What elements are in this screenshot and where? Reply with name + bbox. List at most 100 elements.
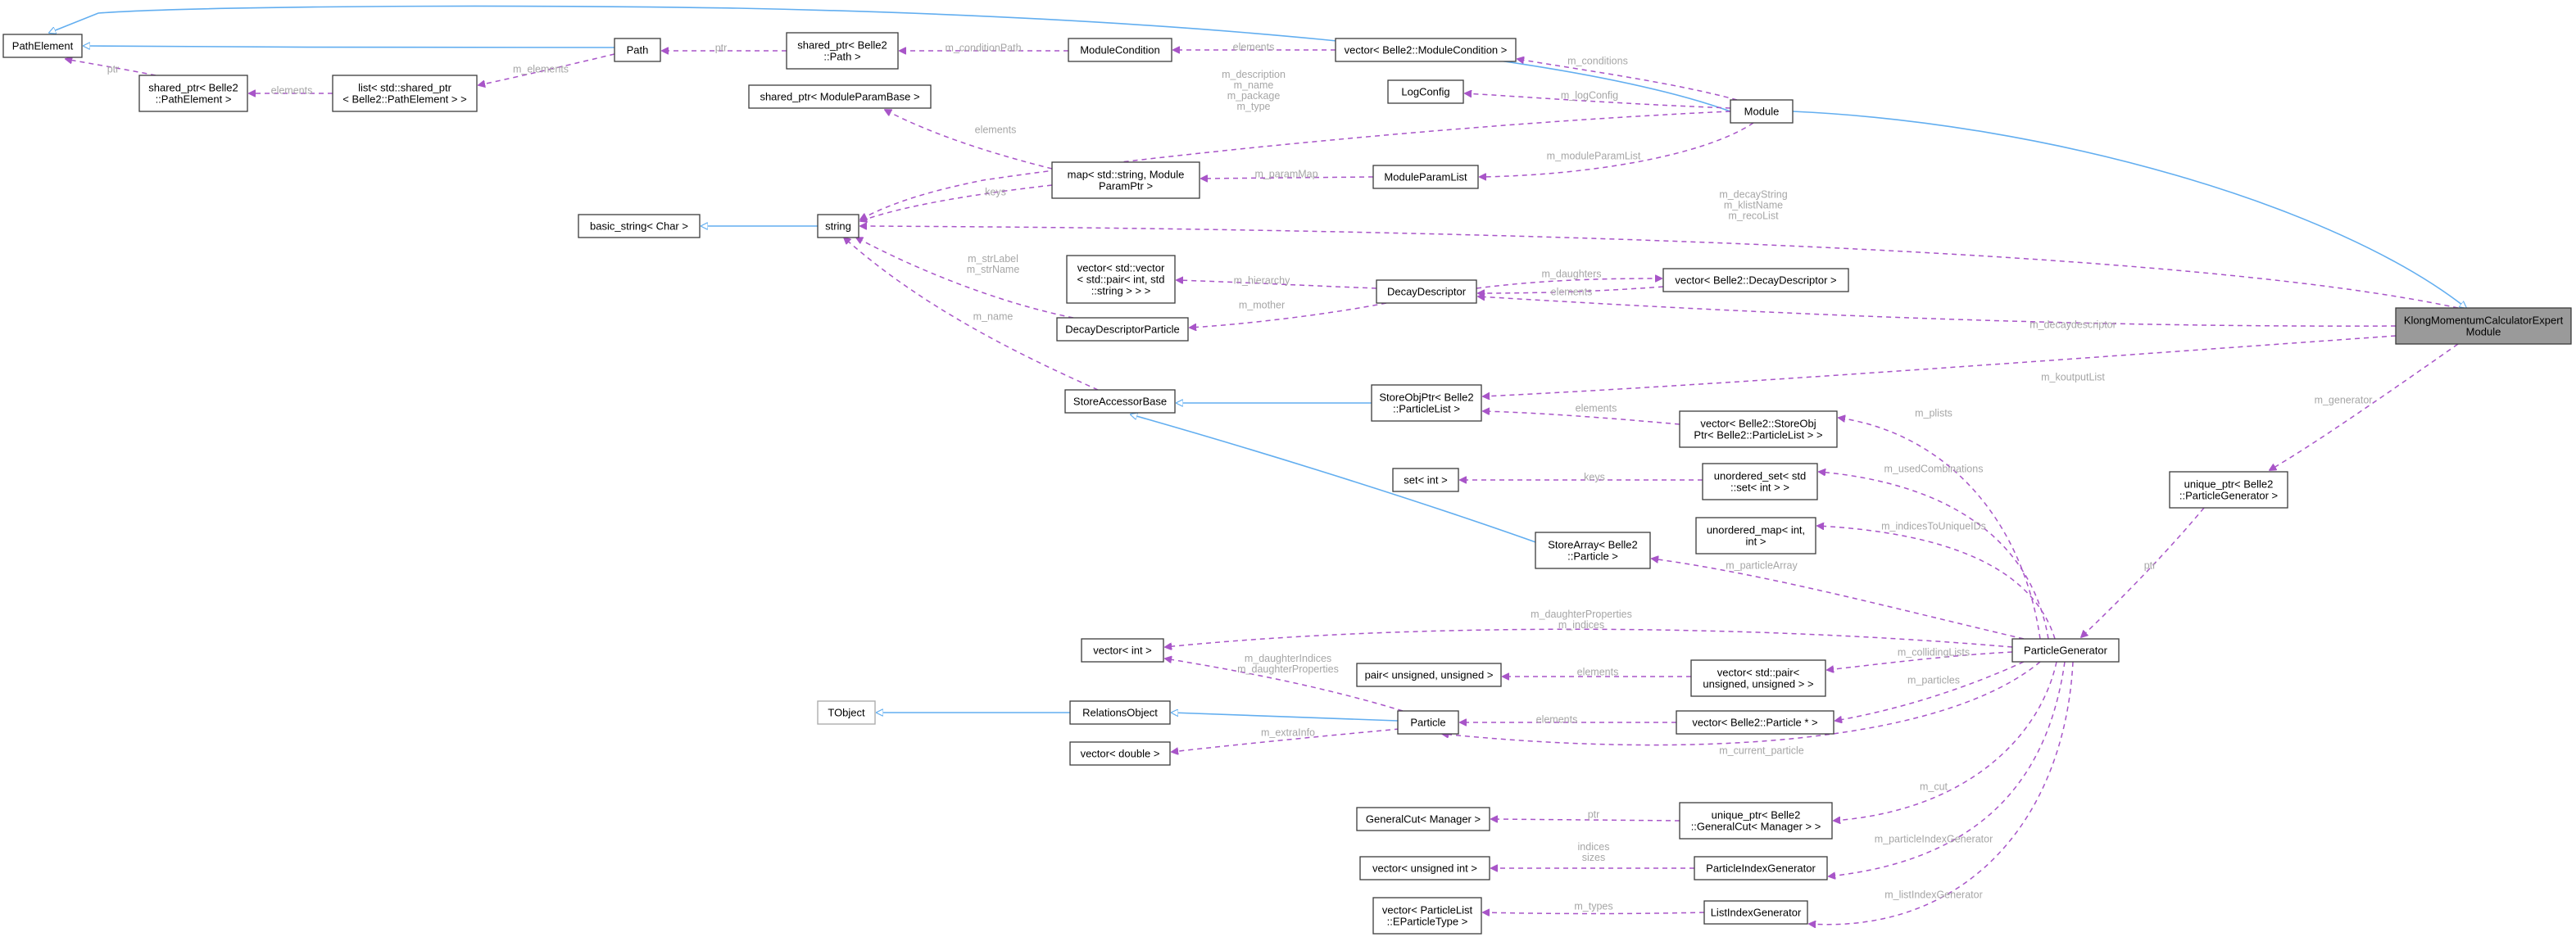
edge-label-klong-module-to-string-text-line-2: m_klistName (1724, 200, 1783, 211)
node-path-element[interactable]: PathElement (2, 34, 83, 58)
edge-list-index-generator-to-vector-eparticle-type (1483, 912, 1705, 914)
node-vector-double[interactable]: vector< double > (1069, 741, 1171, 766)
node-vector-store-obj-ptr[interactable]: vector< Belle2::StoreObjPtr< Belle2::Par… (1679, 410, 1838, 448)
node-vector-vector-pair-box (1066, 255, 1176, 304)
node-module-condition[interactable]: ModuleCondition (1068, 38, 1172, 62)
node-vector-int[interactable]: vector< int > (1081, 638, 1164, 663)
edge-label-module-to-vector-module-condition-text: m_conditions (1567, 56, 1628, 67)
node-shared-ptr-path-element-label-line-2: ::PathElement > (156, 93, 232, 106)
edge-label-particle-generator-to-vector-pair-text: m_collidingLists (1898, 647, 1970, 659)
edge-label-particle-generator-to-unordered-map-text: m_indicesToUniqueIDs (1881, 521, 1986, 532)
node-vector-module-condition[interactable]: vector< Belle2::ModuleCondition > (1335, 38, 1517, 62)
edge-label-vector-store-obj-ptr-to-store-obj-ptr-text: elements (1576, 403, 1617, 414)
node-vector-pair-unsigned[interactable]: vector< std::pair<unsigned, unsigned > > (1690, 659, 1826, 697)
node-module-param-list[interactable]: ModuleParamList (1372, 165, 1479, 189)
node-map-string-module-param-ptr-label-line-2: ParamPtr > (1099, 180, 1153, 192)
node-module-param-list-label: ModuleParamList (1384, 171, 1467, 183)
node-store-array-particle-label-line-2: ::Particle > (1567, 550, 1618, 563)
node-relations-object[interactable]: RelationsObject (1069, 700, 1171, 725)
edge-label-shared-ptr-path-element-to-path-element-text: ptr (107, 64, 120, 75)
node-store-array-particle[interactable]: StoreArray< Belle2::Particle > (1535, 532, 1651, 569)
node-shared-ptr-path-element-label-line-1: shared_ptr< Belle2 (148, 82, 238, 94)
node-general-cut-manager-box (1356, 807, 1490, 831)
node-klong-module-label-line-2: Module (2466, 326, 2501, 338)
edge-label-particle-generator-to-store-array-text: m_particleArray (1726, 560, 1798, 572)
node-log-config[interactable]: LogConfig (1387, 79, 1464, 104)
node-decay-descriptor-label: DecayDescriptor (1387, 286, 1467, 298)
edge-map-to-string (860, 184, 1053, 221)
node-vector-eparticle-type-box (1372, 897, 1482, 935)
node-store-accessor-base[interactable]: StoreAccessorBase (1064, 389, 1176, 414)
edge-label-particle-generator-to-unordered-set-text: m_usedCombinations (1884, 464, 1984, 475)
node-unordered-map[interactable]: unordered_map< int,int > (1695, 517, 1816, 555)
node-vector-vector-pair[interactable]: vector< std::vector< std::pair< int, std… (1066, 255, 1176, 304)
node-shared-ptr-module-param-base[interactable]: shared_ptr< ModuleParamBase > (748, 84, 932, 109)
node-klong-module-box (2395, 307, 2572, 345)
edge-label-unique-ptr-general-cut-to-general-cut-text: ptr (1588, 809, 1600, 821)
node-store-accessor-base-box (1064, 389, 1176, 414)
node-vector-decay-descriptor[interactable]: vector< Belle2::DecayDescriptor > (1662, 268, 1849, 292)
node-vector-eparticle-type[interactable]: vector< ParticleList::EParticleType > (1372, 897, 1482, 935)
node-vector-double-label: vector< double > (1081, 748, 1160, 760)
node-decay-descriptor-particle[interactable]: DecayDescriptorParticle (1056, 317, 1189, 342)
node-general-cut-manager[interactable]: GeneralCut< Manager > (1356, 807, 1490, 831)
node-vector-particle-ptr[interactable]: vector< Belle2::Particle * > (1676, 710, 1834, 735)
edge-label-decay-descriptor-to-vector-decay-descriptor-text: m_daughters (1542, 269, 1602, 280)
node-particle-index-generator[interactable]: ParticleIndexGenerator (1694, 856, 1828, 880)
node-vector-vector-pair-label-line-1: vector< std::vector (1077, 262, 1165, 274)
node-particle-generator-box (2011, 638, 2120, 663)
node-unordered-set[interactable]: unordered_set< std::set< int > > (1702, 463, 1818, 500)
node-decay-descriptor-box (1376, 279, 1477, 304)
edge-label-map-to-shared-ptr-module-param-base: elements (975, 124, 1017, 136)
node-decay-descriptor[interactable]: DecayDescriptor (1376, 279, 1477, 304)
edge-label-particle-to-vector-int-text-line-2: m_daughterProperties (1237, 663, 1339, 675)
edge-decay-descriptor-to-vector-decay-descriptor (1476, 278, 1662, 289)
node-unique-ptr-general-cut[interactable]: unique_ptr< Belle2::GeneralCut< Manager … (1679, 802, 1833, 840)
edge-label-particle-generator-to-vector-int-text-line-2: m_indices (1558, 619, 1604, 631)
edge-vector-decay-descriptor-to-decay-descriptor (1478, 286, 1664, 293)
edge-shared-ptr-path-element-to-path-element (66, 59, 156, 76)
node-shared-ptr-path[interactable]: shared_ptr< Belle2::Path > (786, 32, 899, 70)
edge-module-to-string-members (860, 111, 1731, 220)
node-module-box (1730, 99, 1794, 124)
node-module[interactable]: Module (1730, 99, 1794, 124)
node-vector-eparticle-type-label-line-2: ::EParticleType > (1387, 916, 1468, 928)
node-shared-ptr-module-param-base-box (748, 84, 932, 109)
node-general-cut-manager-label: GeneralCut< Manager > (1366, 813, 1481, 826)
edge-label-decay-descriptor-to-vector-decay-descriptor: m_daughters (1542, 269, 1602, 280)
node-shared-ptr-path-element[interactable]: shared_ptr< Belle2::PathElement > (138, 75, 248, 112)
node-store-obj-ptr-particle-list-box (1371, 384, 1482, 422)
node-set-int[interactable]: set< int > (1392, 468, 1459, 492)
node-store-array-particle-label-line-1: StoreArray< Belle2 (1548, 539, 1637, 551)
node-pair-unsigned[interactable]: pair< unsigned, unsigned > (1356, 663, 1502, 687)
node-particle-generator[interactable]: ParticleGenerator (2011, 638, 2120, 663)
edge-label-module-to-string-members-text-line-2: m_name (1234, 79, 1274, 91)
edge-label-particle-generator-to-vector-int-text-line-1: m_daughterProperties (1531, 609, 1632, 620)
node-store-accessor-base-label: StoreAccessorBase (1073, 396, 1167, 408)
node-basic-string[interactable]: basic_string< Char > (578, 214, 701, 238)
node-unordered-map-label-line-1: unordered_map< int, (1707, 524, 1805, 536)
edge-label-module-param-list-to-map: m_paramMap (1254, 169, 1317, 180)
edge-label-list-to-shared-ptr-path-element-text: elements (271, 85, 313, 97)
node-particle[interactable]: Particle (1397, 710, 1459, 735)
node-unique-ptr-particle-generator[interactable]: unique_ptr< Belle2::ParticleGenerator > (2169, 471, 2288, 509)
edge-label-decay-descriptor-to-decay-descriptor-particle: m_mother (1239, 300, 1285, 311)
node-store-obj-ptr-particle-list[interactable]: StoreObjPtr< Belle2::ParticleList > (1371, 384, 1482, 422)
node-path-box (614, 38, 661, 62)
edge-label-vector-particle-ptr-to-particle-text: elements (1536, 714, 1578, 726)
node-tobject-box (817, 700, 876, 725)
node-list-index-generator-label: ListIndexGenerator (1711, 907, 1802, 919)
node-string[interactable]: string (817, 214, 859, 238)
node-path[interactable]: Path (614, 38, 661, 62)
node-list-shared-ptr[interactable]: list< std::shared_ptr< Belle2::PathEleme… (332, 75, 478, 112)
node-vector-unsigned-int[interactable]: vector< unsigned int > (1359, 856, 1490, 880)
edge-label-particle-generator-to-particle-text: m_current_particle (1719, 745, 1804, 757)
edge-label-particle-generator-to-vector-pair: m_collidingLists (1898, 647, 1970, 659)
node-tobject[interactable]: TObject (817, 700, 876, 725)
node-set-int-label: set< int > (1404, 474, 1447, 487)
node-list-index-generator[interactable]: ListIndexGenerator (1703, 900, 1808, 925)
